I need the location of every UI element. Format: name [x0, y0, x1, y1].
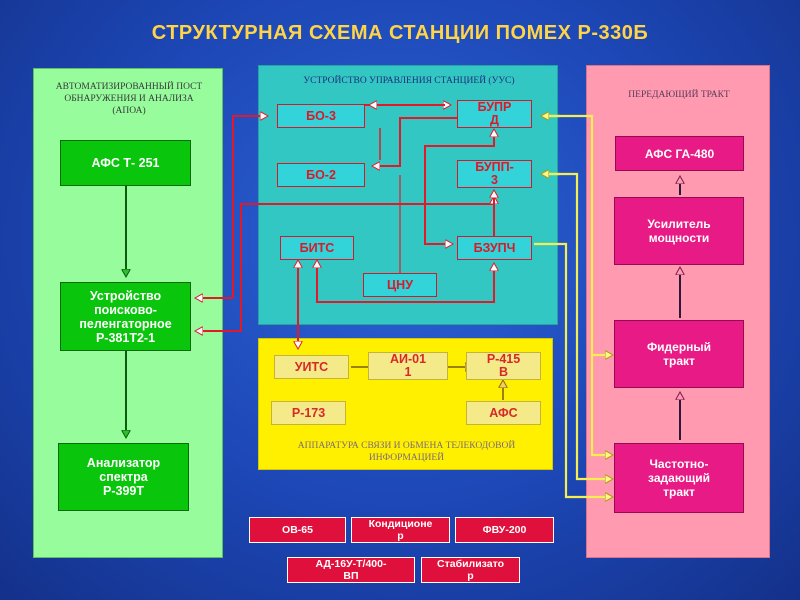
r415-block: Р-415 В: [466, 352, 541, 380]
apoa-panel-label: АВТОМАТИЗИРОВАННЫЙ ПОСТ ОБНАРУЖЕНИЯ И АН…: [55, 82, 203, 116]
bo2-block: БО-2: [277, 163, 365, 187]
uits-block: УИТС: [274, 355, 349, 379]
ov65-block: ОВ-65: [249, 517, 346, 543]
buprd-block: БУПР Д: [457, 100, 532, 128]
analyzer-block: Анализатор спектра Р-399Т: [58, 443, 189, 511]
bo3-block: БО-3: [277, 104, 365, 128]
line-buprd-freq: [548, 114, 612, 455]
stabilizer-block: Стабилизато р: [421, 557, 520, 583]
afs-ga480-block: АФС ГА-480: [615, 136, 744, 171]
line-r381-bo3: [232, 116, 267, 298]
diagram-title: СТРУКТУРНАЯ СХЕМА СТАНЦИИ ПОМЕХ Р-330Б: [151, 22, 649, 44]
cnu-block: ЦНУ: [363, 273, 437, 297]
line-buprd-bzupch: [424, 132, 495, 244]
afs-t251-block: АФС Т- 251: [60, 140, 191, 186]
line-buprd-bo2: [373, 117, 457, 166]
line-cnu-bzupch: [316, 262, 494, 303]
bits-block: БИТС: [280, 236, 354, 260]
line-r381-bupp3: [200, 197, 494, 332]
amplifier-block: Усилитель мощности: [614, 197, 744, 265]
bzupch-block: БЗУПЧ: [457, 236, 532, 260]
line-bzupch-freq: [534, 242, 612, 497]
tx-panel-label: ПЕРЕДАЮЩИЙ ТРАКТ: [628, 90, 730, 100]
line-bupp3-freq: [548, 172, 612, 479]
r381-block: Устройство поисково- пеленгаторное Р-381…: [60, 282, 191, 351]
bupp3-block: БУПП- 3: [457, 160, 532, 188]
r173-block: Р-173: [271, 401, 346, 425]
uus-panel-label: УСТРОЙСТВО УПРАВЛЕНИЯ СТАНЦИЕЙ (УУС): [303, 76, 515, 86]
freq-block: Частотно- задающий тракт: [614, 443, 744, 513]
feeder-block: Фидерный тракт: [614, 320, 744, 388]
ad16-block: АД-16У-Т/400- ВП: [287, 557, 415, 583]
afs-block: АФС: [466, 401, 541, 425]
conditioner-block: Кондиционе р: [351, 517, 450, 543]
ai011-block: АИ-01 1: [368, 352, 448, 380]
comm-panel-label: АППАРАТУРА СВЯЗИ И ОБМЕНА ТЕЛЕКОДОВОЙ ИН…: [297, 441, 516, 463]
fvu200-block: ФВУ-200: [455, 517, 554, 543]
